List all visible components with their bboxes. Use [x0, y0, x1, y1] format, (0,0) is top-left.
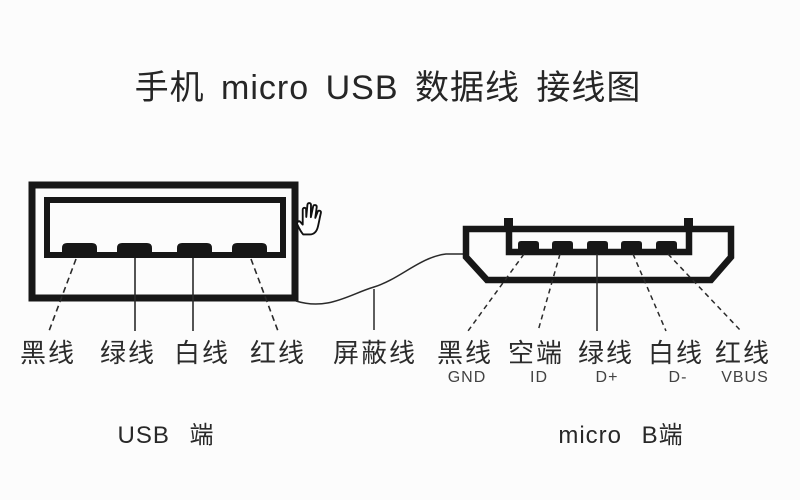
- leader-vbus: [667, 253, 742, 332]
- leader-dminus: [632, 253, 667, 332]
- micro-b-pins: [518, 241, 677, 250]
- microb-wire-label-nc: 空端: [507, 338, 565, 368]
- signal-label-id: ID: [530, 369, 548, 386]
- micro-b-inner-channel: [505, 230, 693, 256]
- leader-black-wire: [48, 258, 77, 332]
- micro-b-pin-5: [656, 241, 677, 250]
- usb-a-inner-cavity: [44, 197, 286, 258]
- usb-a-outer-shell: [28, 181, 299, 302]
- usb-wire-label-green: 绿线: [99, 338, 157, 368]
- microb-wire-label-red: 红线: [714, 338, 772, 368]
- hand-cursor-icon: [296, 202, 322, 236]
- micro-b-pin-4: [621, 241, 642, 250]
- micro-b-end-caption: micro B端: [558, 422, 684, 449]
- micro-b-connector: [462, 218, 735, 284]
- usb-a-pin-3: [177, 243, 212, 256]
- usb-a-pin-2: [117, 243, 152, 256]
- shield-wire-label: 屏蔽线: [332, 338, 418, 368]
- leader-red-wire: [250, 258, 279, 332]
- micro-b-pin-2: [552, 241, 573, 250]
- usb-wire-label-white: 白线: [173, 338, 231, 368]
- micro-b-leader-lines: [467, 253, 742, 332]
- usb-a-pin-4: [232, 243, 267, 256]
- microb-wire-label-black: 黑线: [436, 338, 494, 368]
- diagram-title: 手机 micro USB 数据线 接线图: [134, 69, 642, 107]
- usb-wire-label-red: 红线: [249, 338, 307, 368]
- signal-label-gnd: GND: [447, 369, 487, 386]
- microb-wire-label-green: 绿线: [577, 338, 635, 368]
- signal-label-dminus: D-: [668, 369, 688, 386]
- micro-b-tabs: [504, 218, 693, 230]
- leader-id: [537, 253, 561, 332]
- micro-b-tab-right: [684, 218, 693, 230]
- usb-a-pins: [62, 243, 267, 256]
- usb-end-caption: USB 端: [117, 422, 215, 449]
- usb-a-connector: [28, 181, 299, 302]
- leader-gnd: [467, 253, 525, 332]
- microb-wire-label-white: 白线: [647, 338, 705, 368]
- signal-label-vbus: VBUS: [721, 369, 769, 386]
- cable-shield-curve: [295, 253, 467, 305]
- usb-a-pin-1: [62, 243, 97, 256]
- micro-b-tab-left: [504, 218, 513, 230]
- micro-b-pin-3: [587, 241, 608, 250]
- micro-b-outer-shell: [462, 225, 735, 284]
- micro-b-pin-1: [518, 241, 539, 250]
- signal-label-dplus: D+: [595, 369, 619, 386]
- usb-wire-label-black: 黑线: [19, 338, 77, 368]
- usb-a-leader-lines: [48, 258, 279, 332]
